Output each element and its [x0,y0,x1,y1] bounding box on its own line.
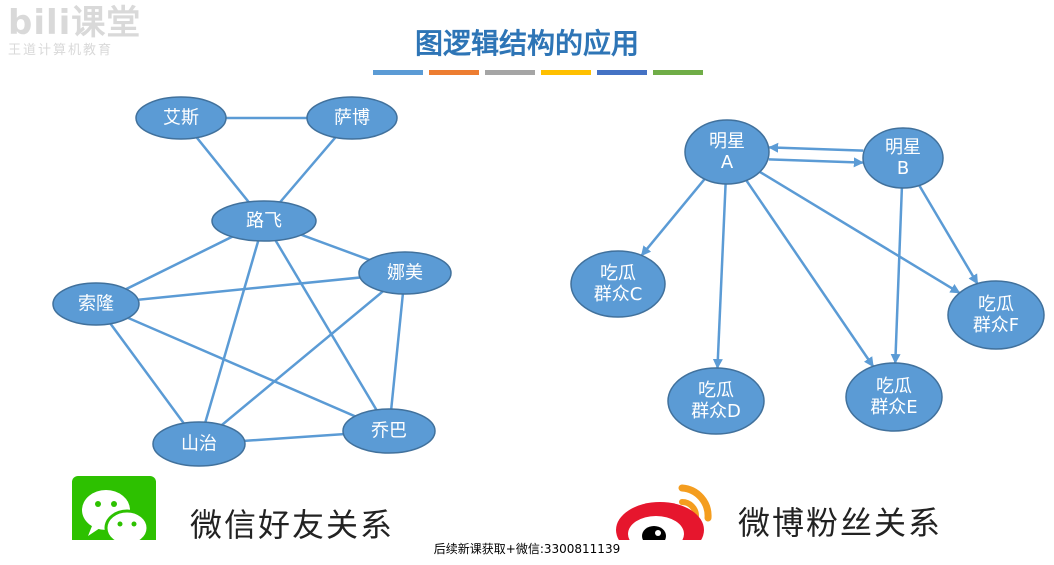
wechat-node-lufei-label: 路飞 [246,211,282,232]
weibo-node-E-label: 吃瓜 [876,376,912,397]
color-bar-segment [653,70,703,75]
weibo-arc-B-A [768,142,864,153]
wechat-node-lufei-shape [211,200,317,242]
wechat-edge-lufei-shanzhi [197,220,266,445]
weibo-arc-A-E [745,179,875,368]
weibo-arcs [640,142,979,370]
page-title: 图逻辑结构的应用 [414,27,639,60]
weibo-node-B: 明星B [862,127,944,189]
wechat-node-qiaoba-shape [342,408,436,454]
weibo-node-A-label: A [721,152,734,173]
weibo-node-A-label: 明星 [709,131,745,152]
weibo-node-D-label: 群众D [691,401,741,422]
wechat-icon [72,476,156,540]
wechat-caption: 微信好友关系 [190,506,395,544]
weibo-node-B-label: B [897,158,909,179]
weibo-node-D-label: 吃瓜 [698,380,734,401]
weibo-arc-B-F [918,184,979,285]
wechat-node-aisi-shape [135,96,227,140]
weibo-node-E-shape [845,362,943,432]
weibo-node-C-shape [570,250,666,318]
graph-diagrams: 艾斯萨博路飞娜美索隆山治乔巴 明星A明星B吃瓜群众C吃瓜群众D吃瓜群众E吃瓜群众… [52,96,1045,540]
weibo-arc-A-B [768,157,864,168]
wechat-edge-namei-shanzhi [198,272,406,445]
color-bar-segment [485,70,535,75]
weibo-node-C-label: 群众C [594,284,643,305]
wechat-edge-suolong-qiaoba [95,302,390,433]
wechat-node-suolong: 索隆 [52,282,140,326]
wechat-node-qiaoba-label: 乔巴 [371,421,407,442]
wechat-node-aisi-label: 艾斯 [163,108,199,129]
weibo-arc-B-E [890,187,904,365]
weibo-node-E-label: 群众E [870,397,917,418]
logo-main: bili课堂 [8,3,142,43]
weibo-node-A-shape [684,119,770,185]
wechat-node-shanzhi: 山治 [152,421,246,467]
weibo-node-F-label: 吃瓜 [978,294,1014,315]
wechat-node-shanzhi-shape [152,421,246,467]
wechat-node-namei-label: 娜美 [387,263,423,284]
weibo-icon [616,484,712,540]
weibo-node-F-shape [947,280,1045,350]
weibo-node-B-shape [862,127,944,189]
bili-logo: bili课堂 王道计算机教育 [8,6,141,57]
title-color-bar [373,70,703,75]
logo-sub: 王道计算机教育 [8,43,114,58]
wechat-node-suolong-shape [52,282,140,326]
wechat-node-qiaoba: 乔巴 [342,408,436,454]
wechat-node-namei-shape [358,251,452,295]
wechat-node-namei: 娜美 [358,251,452,295]
wechat-node-sabo-label: 萨博 [334,108,370,129]
color-bar-segment [429,70,479,75]
weibo-arc-A-D [712,183,727,370]
wechat-node-sabo: 萨博 [306,96,398,140]
wechat-node-shanzhi-label: 山治 [181,434,217,455]
wechat-edge-suolong-namei [95,271,406,306]
wechat-edge-lufei-qiaoba [262,220,391,432]
weibo-arc-A-C [640,178,706,257]
weibo-node-F-label: 群众F [973,315,1019,336]
wechat-edge-suolong-shanzhi [94,303,201,445]
wechat-node-aisi: 艾斯 [135,96,227,140]
weibo-node-D-shape [667,367,765,435]
wechat-node-suolong-label: 索隆 [78,294,114,315]
weibo-node-A: 明星A [684,119,770,185]
color-bar-segment [373,70,423,75]
weibo-caption: 微博粉丝关系 [738,504,943,542]
color-bar-segment [597,70,647,75]
wechat-node-lufei: 路飞 [211,200,317,242]
weibo-arc-A-F [759,170,961,294]
weibo-node-B-label: 明星 [885,137,921,158]
wechat-edges [94,116,407,446]
wechat-node-sabo-shape [306,96,398,140]
wechat-edge-namei-qiaoba [387,272,407,432]
color-bar-segment [541,70,591,75]
weibo-node-C-label: 吃瓜 [600,263,636,284]
footer-note: 后续新课获取+微信:3300811139 [433,542,621,556]
